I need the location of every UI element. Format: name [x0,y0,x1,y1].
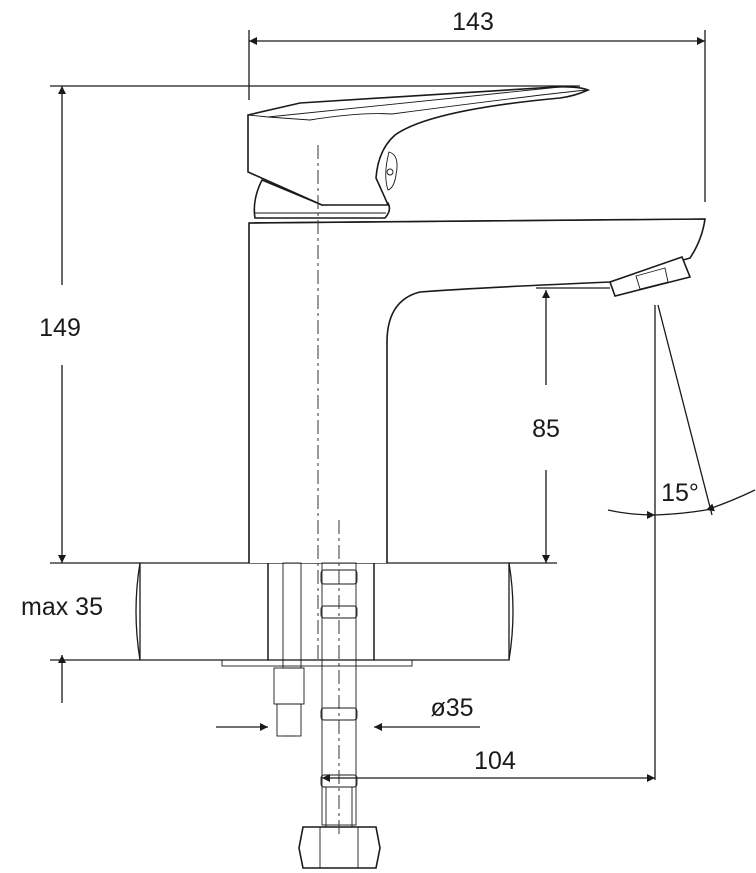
faucet-body [248,218,706,563]
dim-spout-height [509,287,610,564]
dim-spout-angle [607,304,756,780]
countertop [135,562,514,667]
overall-height-label: 149 [39,314,81,342]
max-thickness-label: max 35 [21,593,103,621]
handle-base [253,178,391,219]
hole-diameter-label: ø35 [430,694,473,722]
spout-angle-label: 15° [661,479,699,507]
mounting-rod [273,562,305,737]
overall-length-label: 143 [452,8,494,36]
spout-height-label: 85 [532,415,560,443]
dim-overall-length [248,30,706,202]
lever-handle [247,86,591,206]
dim-max-thickness [50,655,140,703]
spout-reach-label: 104 [474,747,516,775]
dim-overall-height [50,85,580,564]
spout-aerator [608,255,692,297]
